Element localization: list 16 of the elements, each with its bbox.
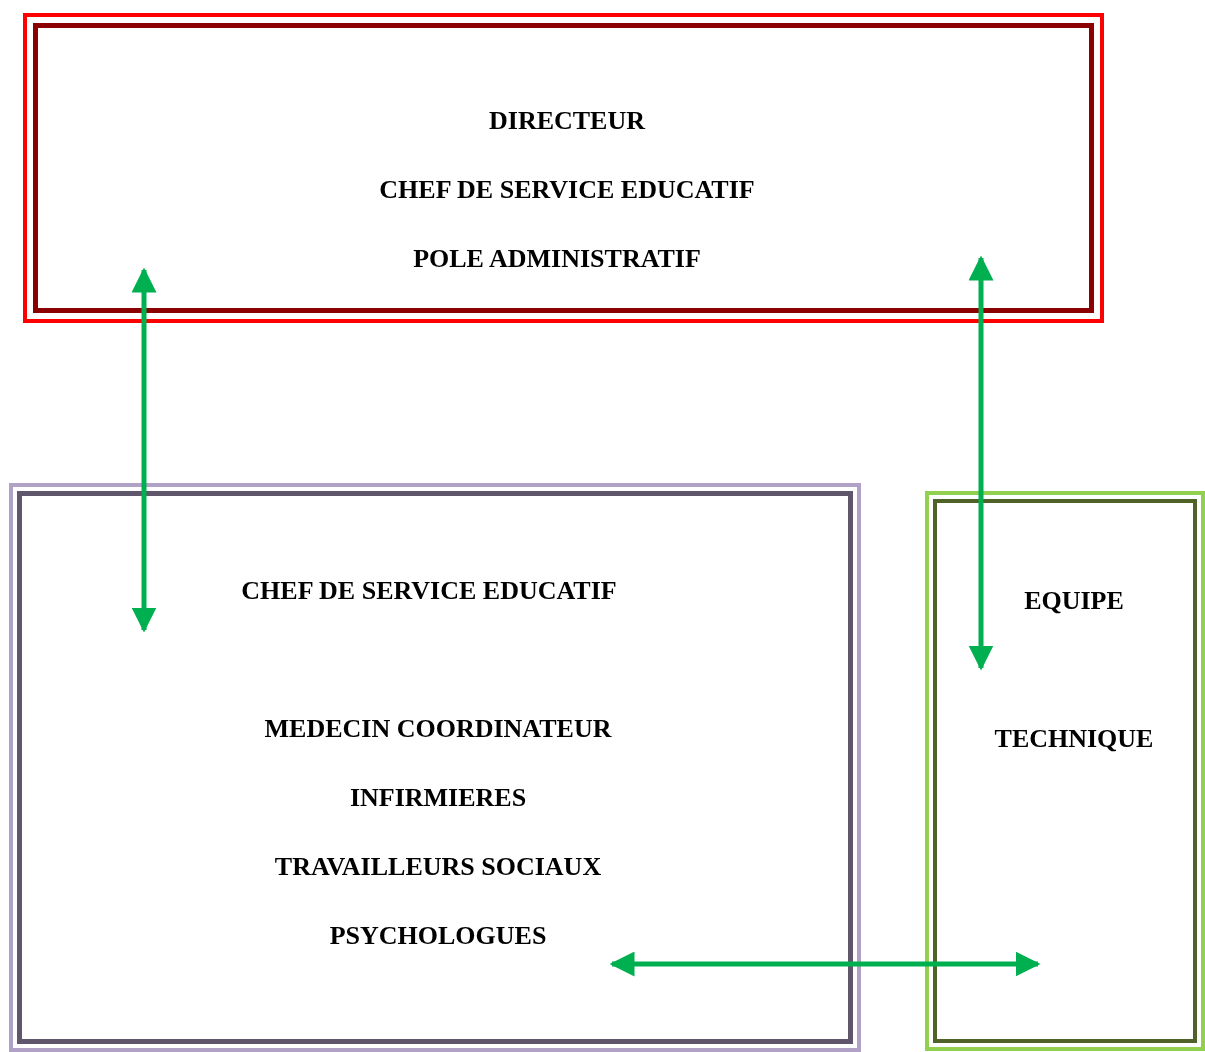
role-label: INFIRMIERES: [349, 783, 527, 813]
double-headed-arrow: [968, 255, 994, 671]
role-label: POLE ADMINISTRATIF: [413, 244, 701, 274]
role-label: CHEF DE SERVICE EDUCATIF: [379, 175, 755, 205]
role-label: TECHNIQUE: [994, 724, 1154, 754]
role-label: TRAVAILLEURS SOCIAUX: [274, 852, 602, 882]
role-label: PSYCHOLOGUES: [329, 921, 547, 951]
role-label: CHEF DE SERVICE EDUCATIF: [241, 576, 617, 606]
double-headed-arrow: [131, 267, 157, 633]
role-label: DIRECTEUR: [489, 106, 645, 136]
double-bordered-box: [9, 483, 861, 1052]
role-label: EQUIPE: [1024, 586, 1124, 616]
double-bordered-box: [925, 491, 1205, 1051]
double-bordered-box: [23, 13, 1104, 323]
double-headed-arrow: [609, 951, 1041, 977]
role-label: MEDECIN COORDINATEUR: [264, 714, 612, 744]
